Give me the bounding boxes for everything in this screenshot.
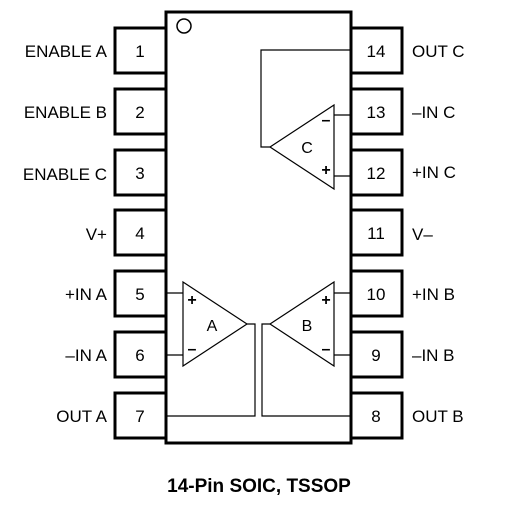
pin-box [113,87,168,136]
amp-c-name: C [301,140,313,157]
amp-a-name: A [207,318,218,335]
pin-label: +IN A [65,285,108,304]
pin-8: 8 OUT B [349,391,464,440]
package-caption: 14-Pin SOIC, TSSOP [167,476,351,497]
amp-b-plus-sign: + [321,292,330,309]
pin-label: ENABLE A [25,42,108,61]
pin-9: 9 –IN B [349,330,455,379]
pin-number: 5 [135,285,144,304]
amp-b-triangle-icon [268,280,335,368]
pin-label: OUT A [56,407,107,426]
pin-10: 10 +IN B [349,269,455,318]
pin-number: 4 [135,224,144,243]
ic-package-body [164,10,353,445]
amp-c-output-trace [260,49,351,148]
pin-box [113,26,168,75]
pin-number: 14 [367,42,386,61]
pin-6: 6 –IN A [65,330,168,379]
pin-label: +IN B [412,285,455,304]
pin-label: –IN A [65,346,107,365]
pin-label: V+ [86,225,107,244]
pin-label: ENABLE C [23,165,107,184]
pin-label: +IN C [412,163,456,182]
pin-4: 4 V+ [86,208,168,257]
pin-label: –IN B [412,346,455,365]
pin-label: ENABLE B [24,103,107,122]
pin-box [113,148,168,197]
pin-box [349,330,404,379]
amp-a-output-trace [166,323,256,417]
pin-7: 7 OUT A [56,391,168,440]
amp-c-triangle-icon [268,103,335,191]
pin-box [349,87,404,136]
pin-number: 11 [367,224,385,243]
amp-c-plus-sign: + [321,162,330,179]
pin-number: 8 [371,407,380,426]
pin-label: –IN C [412,103,455,122]
pin-box [349,269,404,318]
op-amp-a: + – A [166,280,256,417]
pin-14: 14 OUT C [349,26,465,75]
pin-box [349,148,404,197]
pin-12: 12 +IN C [349,148,456,197]
pin-label: V– [412,225,433,244]
pin-box [349,391,404,440]
amp-c-minus-sign: – [322,112,331,129]
op-amp-c: – + C [260,49,351,191]
pin-number: 12 [367,164,386,183]
pin-1: 1 ENABLE A [25,26,168,75]
op-amp-b: + – B [261,280,351,417]
pin-box [113,269,168,318]
pin-number: 3 [135,164,144,183]
pin-label: OUT B [412,407,464,426]
pin-box [113,208,168,257]
pin-13: 13 –IN C [349,87,455,136]
amp-a-plus-sign: + [187,292,196,309]
pin-number: 7 [135,407,144,426]
pin-11: 11 V– [349,208,433,257]
amp-a-triangle-icon [182,280,249,368]
pin-5: 5 +IN A [65,269,168,318]
pin-box [349,208,404,257]
amp-b-minus-sign: – [322,341,331,358]
amp-b-output-trace [261,323,351,417]
pin-1-indicator-icon [176,18,192,34]
pin-label: OUT C [412,42,465,61]
pin-number: 10 [367,285,386,304]
amp-b-name: B [302,318,313,335]
pin-number: 13 [367,103,386,122]
pin-number: 6 [135,346,144,365]
pin-number: 2 [135,103,144,122]
pin-number: 1 [135,42,144,61]
pin-number: 9 [371,346,380,365]
amp-a-minus-sign: – [188,341,197,358]
pin-2: 2 ENABLE B [24,87,168,136]
pin-3: 3 ENABLE C [23,148,168,197]
